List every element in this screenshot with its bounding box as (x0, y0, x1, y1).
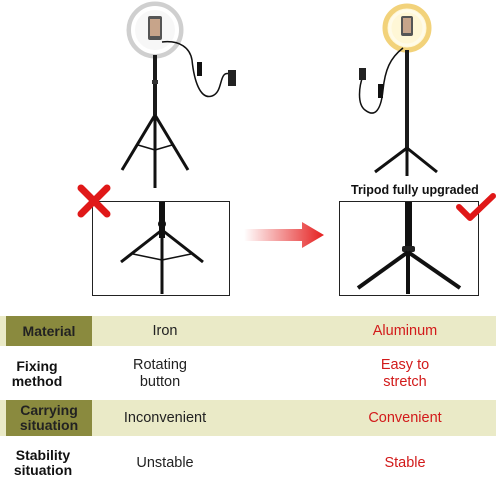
new-ring-light-illustration (358, 3, 438, 176)
new-value: Stable (384, 454, 426, 471)
old-value: Unstable (136, 454, 194, 471)
old-ring-light-illustration (120, 1, 236, 188)
comparison-row-material: Material Iron Aluminum (0, 316, 496, 346)
row-label: Stability situation (13, 447, 73, 478)
comparison-row-carrying-situation: Carrying situation Inconvenient Convenie… (0, 400, 496, 436)
old-value: Iron (152, 322, 178, 339)
comparison-row-stability-situation: Stability situation Unstable Stable (0, 442, 496, 484)
new-value: Easy to stretch (380, 357, 430, 390)
comparison-row-fixing-method: Fixing method Rotating button Easy to st… (0, 352, 496, 396)
row-label: Material (6, 316, 92, 346)
new-value: Convenient (368, 409, 442, 426)
check-mark-icon (456, 193, 496, 221)
new-tripod-closeup (339, 201, 479, 296)
upgrade-caption: Tripod fully upgraded (351, 183, 479, 197)
row-label: Carrying situation (6, 400, 92, 436)
old-value: Inconvenient (123, 409, 207, 426)
new-value: Aluminum (372, 322, 438, 339)
right-arrow-icon (244, 222, 324, 248)
new-tripod-legs-graphic (356, 202, 462, 294)
old-tripod-legs-graphic (120, 202, 204, 294)
comparison-table: Material Iron Aluminum Fixing method Rot… (0, 316, 496, 484)
x-mark-icon (77, 184, 111, 218)
row-label: Fixing method (11, 358, 63, 389)
old-value: Rotating button (132, 357, 187, 390)
old-tripod-closeup (92, 201, 230, 296)
